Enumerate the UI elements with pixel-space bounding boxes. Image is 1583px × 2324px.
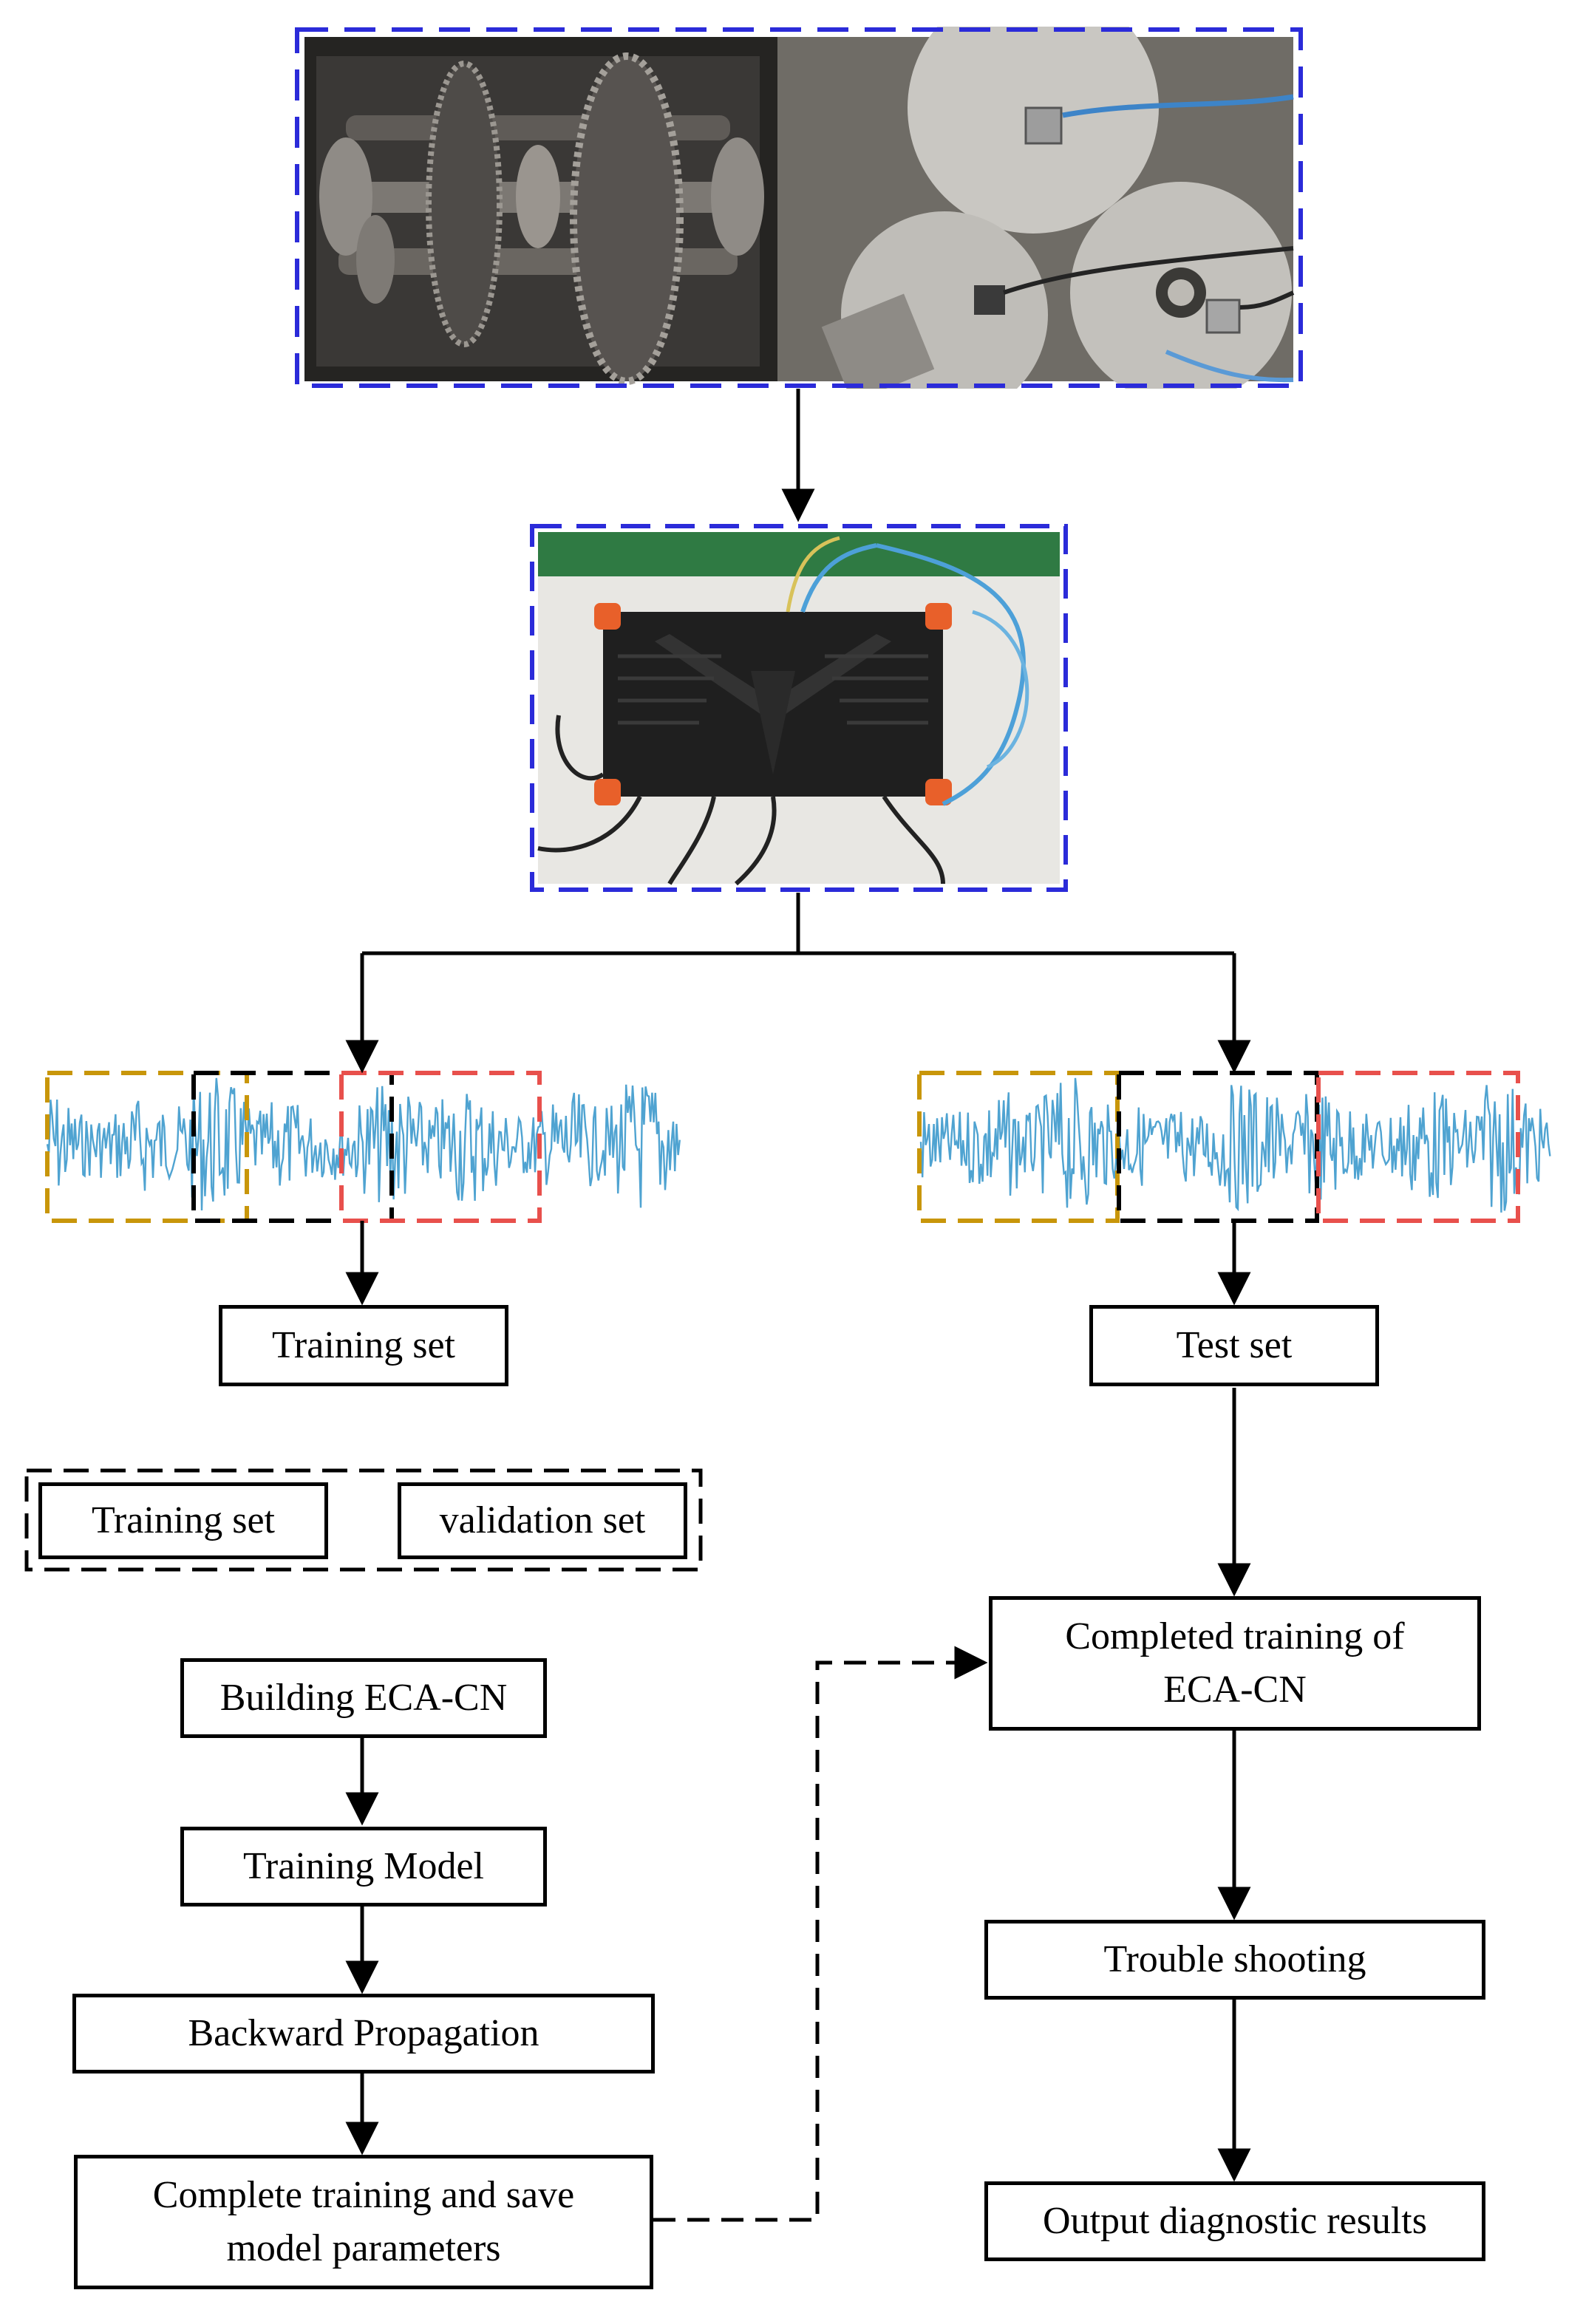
output-diagnostic-label: Output diagnostic results (1043, 2200, 1427, 2243)
gearbox-photo-frame (294, 0, 1304, 418)
gearbox-photo (295, 0, 1303, 418)
completed-training-label: Completed training of ECA-CN (1065, 1615, 1405, 1711)
split-training-set-box: Training set (38, 1482, 328, 1559)
complete-training-box: Complete training and save model paramet… (74, 2155, 653, 2289)
daq-device-photo (530, 524, 1068, 892)
daq-device-photo-frame (529, 523, 1069, 893)
completed-training-box: Completed training of ECA-CN (989, 1596, 1481, 1731)
training-model-label: Training Model (243, 1845, 484, 1888)
validation-set-label: validation set (439, 1499, 646, 1542)
training-model-box: Training Model (180, 1827, 547, 1906)
training-set-label: Training set (272, 1324, 455, 1367)
building-eca-cn-box: Building ECA-CN (180, 1658, 547, 1738)
training-set-box: Training set (219, 1305, 508, 1386)
test-set-box: Test set (1089, 1305, 1379, 1386)
validation-set-box: validation set (398, 1482, 687, 1559)
complete-training-label: Complete training and save model paramet… (152, 2174, 575, 2269)
trouble-shooting-label: Trouble shooting (1103, 1938, 1366, 1981)
backward-propagation-label: Backward Propagation (188, 2012, 539, 2055)
dataset-split-container (24, 1468, 703, 1572)
split-training-set-label: Training set (92, 1499, 275, 1542)
building-eca-cn-label: Building ECA-CN (219, 1677, 508, 1720)
output-diagnostic-box: Output diagnostic results (984, 2181, 1485, 2261)
test-set-label: Test set (1176, 1324, 1293, 1367)
trouble-shooting-box: Trouble shooting (984, 1920, 1485, 2000)
dashed-arrow-model-transfer (653, 1646, 988, 2222)
backward-propagation-box: Backward Propagation (72, 1994, 655, 2073)
